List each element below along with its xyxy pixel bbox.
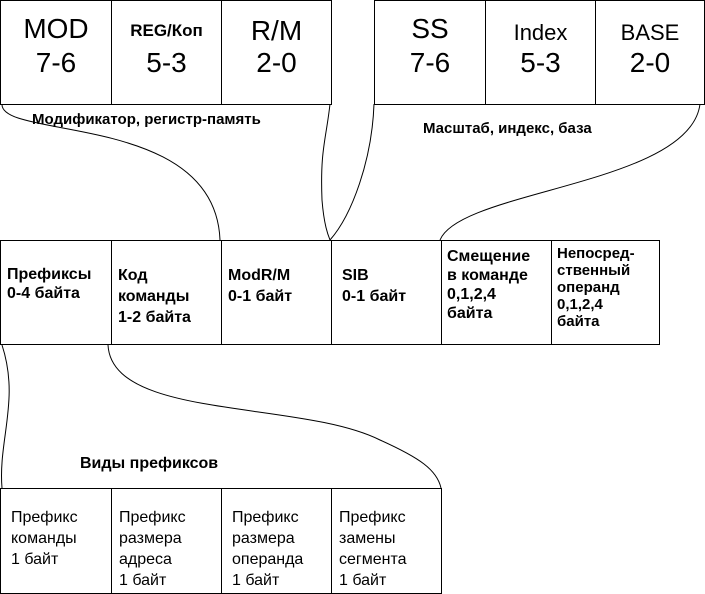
prefix-operand-line3: операнда xyxy=(232,551,304,568)
field-immediate-line5: байта xyxy=(557,313,600,330)
modrm-rm-bits: 2-0 xyxy=(256,47,297,78)
sib-connector-left xyxy=(329,103,375,241)
modrm-connector-right xyxy=(321,103,331,241)
prefix-segment-line3: сегмента xyxy=(339,551,407,568)
prefix-type-command: Префикс команды 1 байт xyxy=(0,488,112,594)
prefix-connector-left xyxy=(1,344,10,489)
field-sib-line1: SIB xyxy=(342,267,369,284)
field-prefixes-line1: Префиксы xyxy=(7,266,92,283)
modrm-caption: Модификатор, регистр-память xyxy=(32,111,261,128)
modrm-mod-box: MOD 7-6 xyxy=(0,0,112,105)
field-immediate: Непосред- ственный операнд 0,1,2,4 байта xyxy=(551,240,660,345)
field-modrm-line2: 0-1 байт xyxy=(228,288,293,305)
field-opcode-line3: 1-2 байта xyxy=(118,309,191,326)
field-prefixes: Префиксы 0-4 байта xyxy=(0,240,112,345)
prefix-address-line1: Префикс xyxy=(119,509,186,526)
prefix-segment-line2: замены xyxy=(339,530,396,547)
field-displacement-line1: Смещение xyxy=(447,248,531,265)
field-immediate-line3: операнд xyxy=(557,279,620,296)
field-opcode: Код команды 1-2 байта xyxy=(111,240,222,345)
sib-caption: Масштаб, индекс, база xyxy=(423,120,592,137)
prefix-command-line2: команды xyxy=(11,530,77,547)
sib-index-box: Index 5-3 xyxy=(485,0,596,105)
field-sib: SIB 0-1 байт xyxy=(331,240,442,345)
field-modrm: ModR/M 0-1 байт xyxy=(221,240,332,345)
sib-base-bits: 2-0 xyxy=(629,47,671,78)
sib-ss-box: SS 7-6 xyxy=(374,0,486,105)
sib-ss-name: SS xyxy=(411,13,449,44)
field-immediate-line1: Непосред- xyxy=(557,245,635,262)
prefix-address-line4: 1 байт xyxy=(119,572,167,589)
prefix-type-operand-size: Префикс размера операнда 1 байт xyxy=(221,488,332,594)
prefix-segment-line1: Префикс xyxy=(339,509,406,526)
prefix-command-line1: Префикс xyxy=(11,509,78,526)
sib-index-bits: 5-3 xyxy=(520,47,561,78)
field-sib-line2: 0-1 байт xyxy=(342,288,407,305)
field-opcode-line2: команды xyxy=(118,288,190,305)
sib-index-name: Index xyxy=(513,20,568,45)
sib-ss-bits: 7-6 xyxy=(409,47,451,78)
field-opcode-line1: Код xyxy=(118,267,148,284)
field-displacement: Смещение в команде 0,1,2,4 байта xyxy=(441,240,552,345)
field-displacement-line3: 0,1,2,4 xyxy=(447,286,496,303)
prefix-type-segment-override: Префикс замены сегмента 1 байт xyxy=(331,488,442,594)
field-immediate-line2: ственный xyxy=(557,262,631,279)
modrm-reg-name: REG/Коп xyxy=(130,21,203,40)
modrm-rm-name: R/M xyxy=(250,15,303,46)
modrm-rm-box: R/M 2-0 xyxy=(221,0,332,105)
field-immediate-line4: 0,1,2,4 xyxy=(557,296,603,313)
field-displacement-line2: в команде xyxy=(447,267,528,284)
modrm-mod-name: MOD xyxy=(23,13,89,44)
prefix-address-line3: адреса xyxy=(119,551,172,568)
prefix-type-address-size: Префикс размера адреса 1 байт xyxy=(111,488,222,594)
prefix-command-line3: 1 байт xyxy=(11,551,59,568)
field-prefixes-line2: 0-4 байта xyxy=(7,285,80,302)
modrm-reg-bits: 5-3 xyxy=(146,47,187,78)
prefix-segment-line4: 1 байт xyxy=(339,572,387,589)
modrm-reg-box: REG/Коп 5-3 xyxy=(111,0,222,105)
prefix-operand-line4: 1 байт xyxy=(232,572,280,589)
modrm-mod-bits: 7-6 xyxy=(35,47,77,78)
field-displacement-line4: байта xyxy=(447,305,493,322)
prefix-types-caption: Виды префиксов xyxy=(80,455,219,472)
sib-base-name: BASE xyxy=(620,20,680,45)
prefix-operand-line1: Префикс xyxy=(232,509,299,526)
prefix-operand-line2: размера xyxy=(232,530,295,547)
field-modrm-line1: ModR/M xyxy=(228,267,291,284)
prefix-address-line2: размера xyxy=(119,530,182,547)
sib-base-box: BASE 2-0 xyxy=(595,0,705,105)
